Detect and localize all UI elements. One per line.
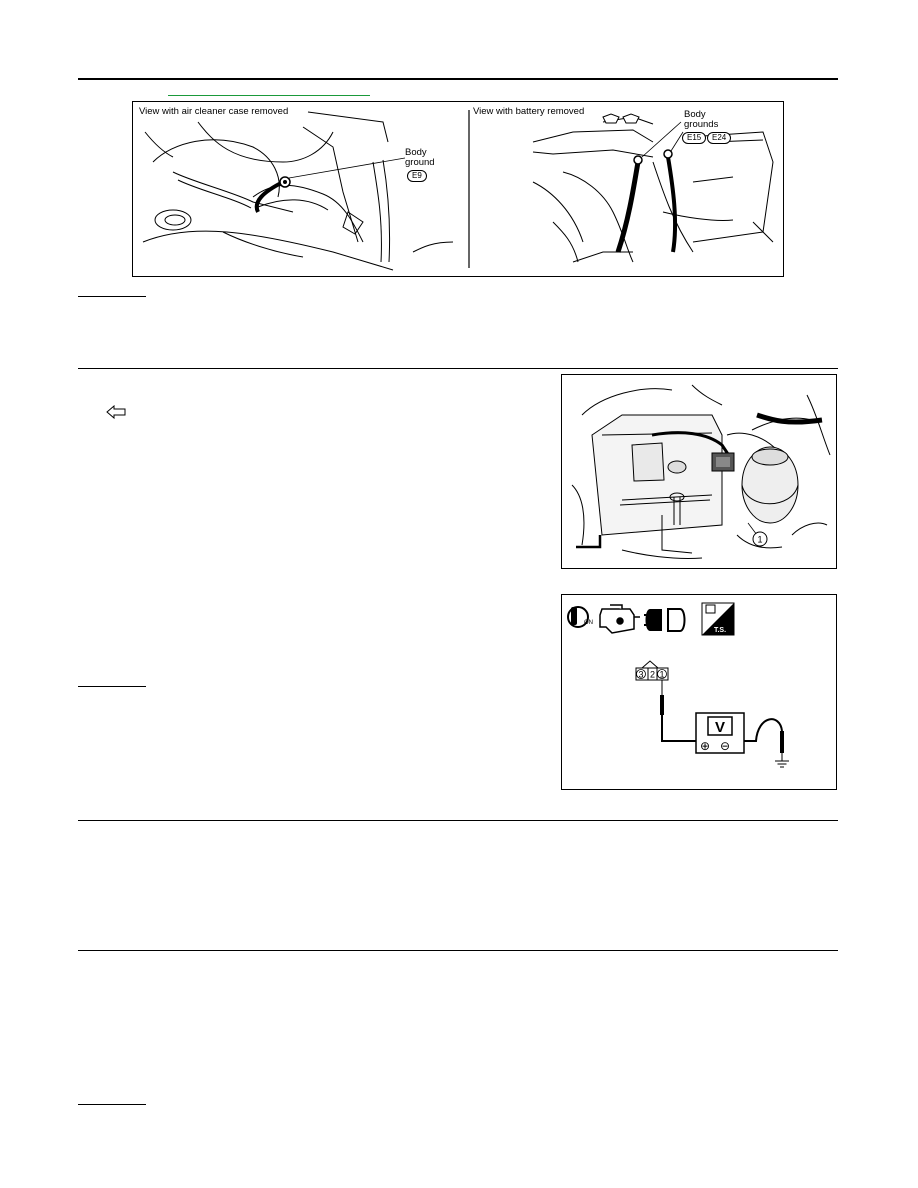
svg-text:T.S.: T.S. [714,627,726,634]
connector-tag-e9: E9 [407,170,427,182]
body-ground-callout: Body ground [405,147,435,168]
section-label-underline-2 [78,686,146,687]
sensor-location-illustration: 1 [571,384,831,559]
header-rule [78,78,838,80]
test-terminal-icon: T.S. [701,602,735,636]
voltmeter: V ⊕ ⊖ [695,712,745,754]
reference-link-underline[interactable] [168,95,370,96]
pin-2: 2 [650,670,655,680]
component-callout-number: 1 [757,535,762,545]
voltage-check-diagram: ON T.S. [567,602,789,768]
sensor-location-figure: 1 [561,374,837,569]
engine-icon [599,604,640,634]
right-view-title: View with battery removed [473,106,585,117]
connector-tag-e15: E15 [682,132,707,144]
section-divider [78,368,838,369]
left-view-title: View with air cleaner case removed [139,106,289,117]
section-divider-3 [78,950,838,951]
voltage-check-figure: ON T.S. [561,594,837,790]
body-ground-figure: View with air cleaner case removed View … [132,101,784,277]
arrow-left-icon [106,405,126,419]
connector-face: 3 2 1 [635,660,669,681]
connector-tag-e24: E24 [707,132,732,144]
ignition-on-icon: ON [567,606,593,628]
section-label-underline [78,296,146,297]
pin-3: 3 [638,670,643,680]
body-ground-illustration [142,110,774,271]
minus-terminal: ⊖ [720,739,730,753]
section-label-underline-3 [78,1104,146,1105]
negative-probe [744,718,784,761]
section-divider-2 [78,820,838,821]
connector-disconnect-icon [644,608,686,632]
pin-1: 1 [659,670,664,680]
ground-icon [775,760,789,768]
body-grounds-callout: Body grounds [684,109,719,130]
plus-terminal: ⊕ [700,739,710,753]
positive-probe [660,680,696,742]
svg-text:ON: ON [584,620,593,626]
voltmeter-label: V [715,719,725,736]
